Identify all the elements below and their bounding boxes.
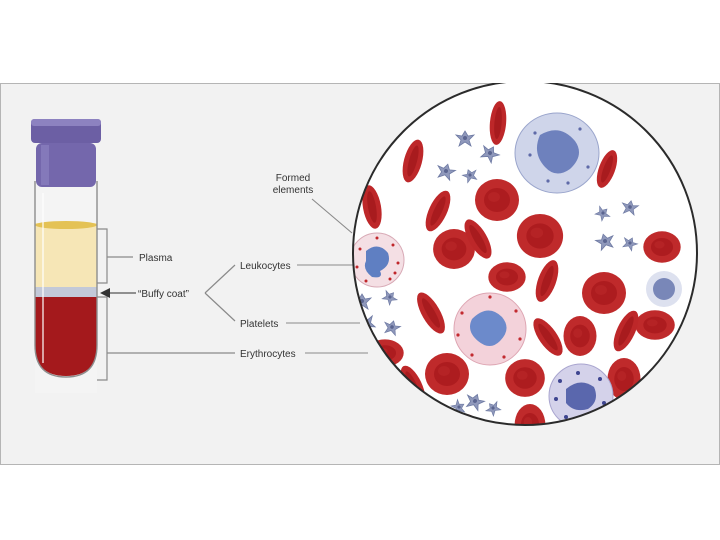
leukocyte-right: [646, 271, 682, 307]
platelets-label: Platelets: [240, 319, 278, 330]
blood-smear-icon: [352, 83, 698, 426]
blood-composition-diagram: Plasma “Buffy coat” Erythrocytes Leukocy…: [0, 83, 720, 465]
erythrocytes-label: Erythrocytes: [240, 349, 296, 360]
buffy-coat-label: “Buffy coat”: [138, 289, 189, 300]
tube-cap: [31, 119, 101, 187]
buffy-coat-arrow: [100, 288, 136, 298]
test-tube-icon: [31, 119, 101, 393]
formed-elements-label-line1: Formed: [276, 173, 310, 184]
plasma-surface: [35, 221, 97, 229]
layer-brackets: [97, 228, 235, 381]
buffy-coat-fork: [204, 264, 236, 322]
leader-lines: [286, 198, 368, 354]
plasma-layer: [35, 223, 97, 287]
leukocyte-top: [514, 112, 600, 194]
leukocyte-center: [453, 292, 527, 366]
erythrocyte-layer: [35, 297, 97, 376]
plasma-label: Plasma: [139, 253, 173, 264]
formed-elements-label-line2: elements: [273, 185, 314, 196]
leukocytes-label: Leukocytes: [240, 261, 291, 272]
leukocyte-left: [353, 232, 405, 288]
magnified-view-border: [352, 83, 698, 426]
buffy-coat-layer: [35, 287, 97, 297]
